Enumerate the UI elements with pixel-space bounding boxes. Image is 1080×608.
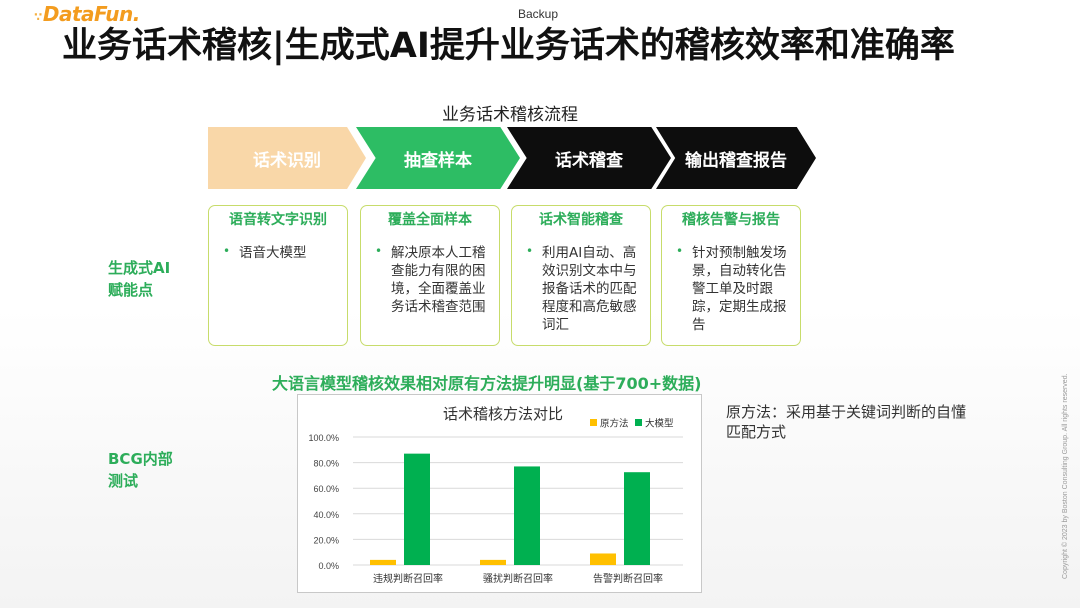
y-tick-label: 40.0% [313,510,339,520]
bar-llm [624,472,650,565]
chart-svg: 话术稽核方法对比 0.0% 20.0% 40.0% 60.0% 80.0% 100.0% 违规… [308,405,683,585]
bullet-icon: • [375,244,383,258]
card-text: 语音大模型 [239,245,307,261]
label-line: 赋能点 [108,281,154,299]
flow-step-speech-recognition: 话术识别 [208,127,366,189]
card-heading: 话术智能稽查 [539,212,623,228]
card-heading: 语音转文字识别 [229,212,327,228]
test-headline: 大语言模型稽核效果相对原有方法提升明显(基于700+数据) [272,374,702,393]
y-tick-label: 0.0% [318,561,339,571]
label-line: BCG内部 [108,450,173,468]
bullet-icon: • [676,244,684,258]
bullet-icon: • [223,244,231,258]
comparison-chart: 话术稽核方法对比 0.0% 20.0% 40.0% 60.0% 80.0% 100.0% 违规… [297,394,702,593]
flow-title: 业务话术稽核流程 [442,105,578,125]
flow-step-sampling: 抽查样本 [356,127,520,189]
bar-baseline [480,559,506,565]
card-text: 针对预制触发场景，自动转化告警工单及时跟踪，定期生成报告 [692,245,787,333]
legend-swatch [635,419,642,426]
card-text: 解决原本人工稽查能力有限的困境，全面覆盖业务话术稽查范围 [391,245,486,315]
enablement-card-smart-audit: 话术智能稽查 • 利用AI自动、高效识别文本中与报备话术的匹配程度和高危敏感词汇 [511,205,651,346]
bar-llm [404,453,430,565]
label-line: 测试 [108,472,139,490]
datafun-logo: ∵DataFun. [34,2,140,26]
flow-step-label: 话术稽查 [555,150,623,171]
genai-enablement-label: 生成式AI 赋能点 [108,257,170,301]
legend-label: 大模型 [645,418,674,430]
flow-step-label: 抽查样本 [404,150,472,171]
label-line: 生成式AI [108,259,171,277]
enablement-card-alert-report: 稽核告警与报告 • 针对预制触发场景，自动转化告警工单及时跟踪，定期生成报告 [661,205,801,346]
page-title: 业务话术稽核|生成式AI提升业务话术的稽核效率和准确率 [62,26,955,66]
bar-baseline [370,559,396,565]
copyright-text: Copyright © 2023 by Boston Consulting Gr… [1062,373,1069,579]
bar-llm [514,466,540,565]
legend-label: 原方法 [600,418,629,430]
flow-step-label: 输出稽查报告 [685,150,787,171]
bar-baseline [590,553,616,565]
card-heading: 覆盖全面样本 [388,212,472,228]
y-tick-label: 20.0% [313,535,339,545]
logo-text: DataFun. [42,2,140,26]
y-tick-label: 80.0% [313,459,339,469]
flow-step-label: 话术识别 [253,150,321,171]
card-heading: 稽核告警与报告 [682,212,780,228]
flow-step-script-audit: 话术稽查 [507,127,671,189]
enablement-card-coverage: 覆盖全面样本 • 解决原本人工稽查能力有限的困境，全面覆盖业务话术稽查范围 [360,205,500,346]
chart-title: 话术稽核方法对比 [443,405,563,423]
x-tick-label: 违规判断召回率 [373,572,443,585]
bcg-test-label: BCG内部 测试 [108,448,173,492]
y-tick-label: 60.0% [313,484,339,494]
backup-label: Backup [518,7,559,21]
x-tick-label: 骚扰判断召回率 [483,572,553,585]
card-text: 利用AI自动、高效识别文本中与报备话术的匹配程度和高危敏感词汇 [542,245,637,333]
bullet-icon: • [526,244,534,258]
method-note: 原方法：采用基于关键词判断的自懂匹配方式 [726,403,967,441]
y-tick-label: 100.0% [308,433,339,443]
x-tick-label: 告警判断召回率 [593,572,663,585]
legend-swatch [590,419,597,426]
flow-step-report-output: 输出稽查报告 [656,127,816,189]
enablement-card-speech: 语音转文字识别 • 语音大模型 [208,205,348,346]
logo-dots-icon: ∵ [34,10,42,24]
